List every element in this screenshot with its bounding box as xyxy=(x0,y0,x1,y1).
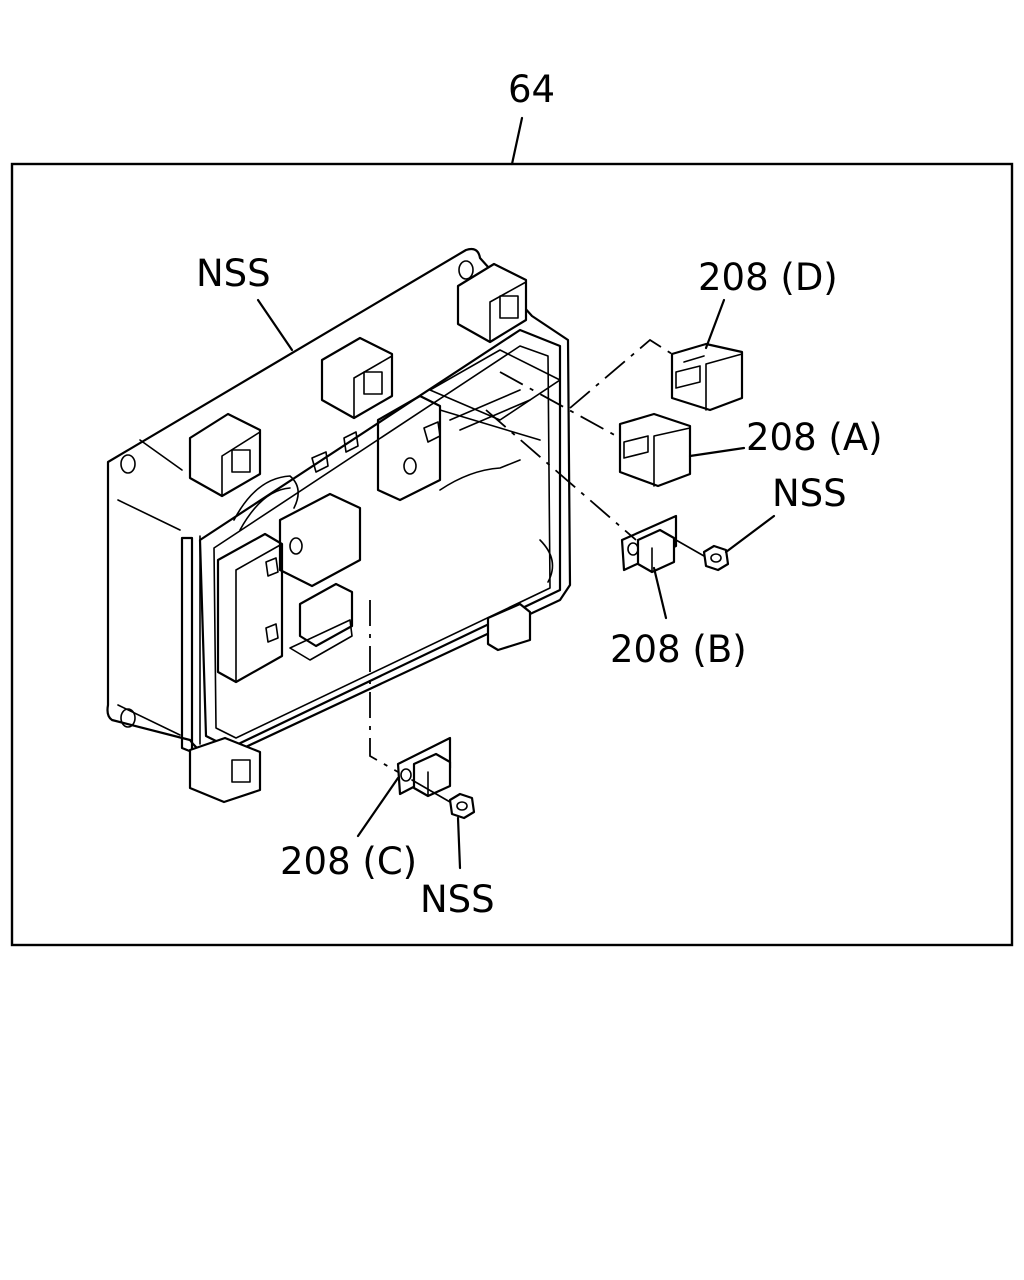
alignment-lines xyxy=(369,338,705,803)
nut-bottom xyxy=(448,792,476,820)
leader-lines xyxy=(256,298,776,870)
part-208d-relay xyxy=(670,342,744,412)
part-208c-label: 208 (C) xyxy=(280,840,417,883)
part-208b-label: 208 (B) xyxy=(610,628,747,671)
nss-bottom-label: NSS xyxy=(420,878,495,921)
part-208d-label: 208 (D) xyxy=(698,256,838,299)
internal-components xyxy=(216,349,561,684)
assembly-number-label: 64 xyxy=(508,68,555,111)
nss-right-label: NSS xyxy=(772,472,847,515)
part-208a-relay xyxy=(618,412,692,488)
connector-blocks xyxy=(188,262,532,804)
nut-right xyxy=(702,544,730,572)
part-208a-label: 208 (A) xyxy=(746,416,883,459)
nss-top-label: NSS xyxy=(196,252,271,295)
part-208b-relay xyxy=(620,514,678,574)
assembly-leader xyxy=(510,116,524,166)
